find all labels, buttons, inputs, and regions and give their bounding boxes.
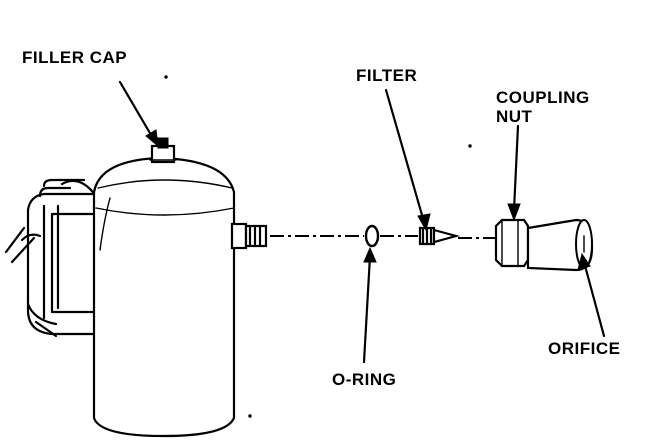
label-nut: NUT	[496, 107, 533, 126]
filter-part	[418, 226, 461, 246]
speck	[468, 144, 472, 148]
receiver-drier-cylinder	[92, 156, 236, 438]
outlet-fitting	[230, 222, 268, 250]
filler-cap	[149, 137, 177, 164]
label-filler-cap: FILLER CAP	[22, 48, 128, 67]
coupling-nut-part	[494, 218, 530, 268]
label-o-ring: O-RING	[332, 370, 397, 389]
orifice-tube-part	[526, 218, 594, 272]
speck	[164, 75, 168, 79]
label-filter: FILTER	[356, 66, 418, 85]
leader-coupling-nut	[507, 124, 521, 222]
leader-o-ring	[362, 246, 377, 364]
label-coupling: COUPLING	[496, 88, 590, 107]
mounting-bracket	[4, 178, 98, 338]
o-ring-part	[364, 224, 380, 248]
speck	[248, 414, 252, 418]
leader-orifice	[577, 252, 606, 338]
leader-filler-cap	[118, 80, 159, 148]
leader-filter	[384, 88, 431, 232]
label-orifice: ORIFICE	[548, 339, 621, 358]
